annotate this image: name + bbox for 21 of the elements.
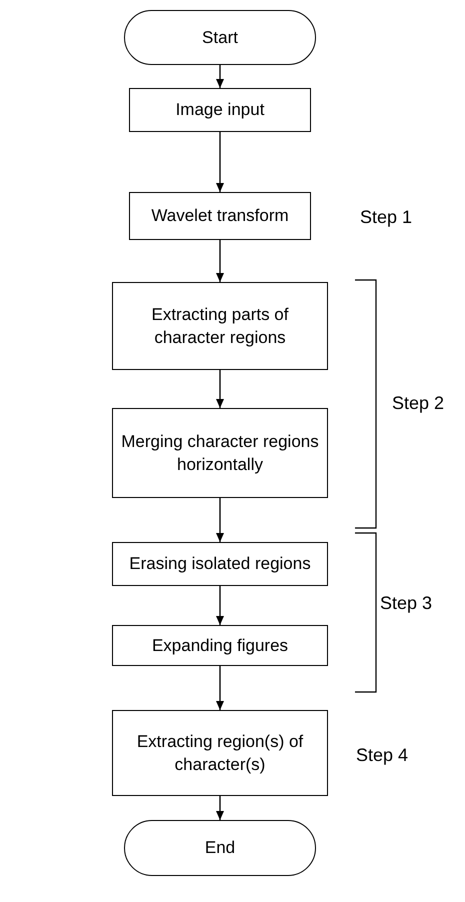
process-box: Extracting parts of character regions <box>112 282 328 370</box>
step-label: Step 3 <box>380 592 432 615</box>
arrow <box>216 796 224 820</box>
step-label: Step 4 <box>356 744 408 767</box>
process-box: Merging character regions horizontally <box>112 408 328 498</box>
arrow <box>216 240 224 282</box>
process-box: Extracting region(s) of character(s) <box>112 710 328 796</box>
arrow <box>216 498 224 542</box>
arrow <box>216 586 224 625</box>
step-label: Step 2 <box>392 392 444 415</box>
arrow <box>216 65 224 88</box>
terminal-shape: Start <box>124 10 316 65</box>
step-label: Step 1 <box>360 206 412 229</box>
process-box: Erasing isolated regions <box>112 542 328 586</box>
arrow <box>216 132 224 192</box>
terminal-shape: End <box>124 820 316 876</box>
process-box: Image input <box>129 88 311 132</box>
arrow <box>216 370 224 408</box>
process-box: Wavelet transform <box>129 192 311 240</box>
process-box: Expanding figures <box>112 625 328 666</box>
arrow <box>216 666 224 710</box>
